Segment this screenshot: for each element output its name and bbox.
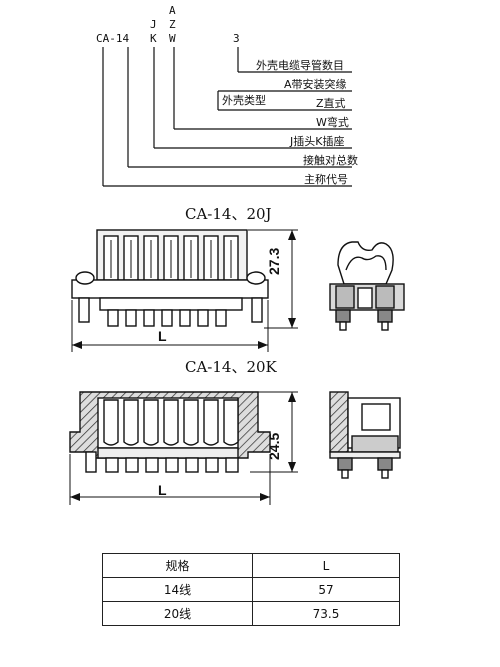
label-shell-type: 外壳类型 — [222, 94, 266, 107]
label-jk: J插头K插座 — [290, 135, 345, 148]
header-spec: 规格 — [102, 553, 253, 578]
drawing-k-title: CA-14、20K — [185, 358, 277, 376]
drawing-k-length-dim: L — [158, 482, 167, 498]
label-contacts: 接触对总数 — [303, 154, 358, 167]
spec-table: 规格 L 14线 57 20线 73.5 — [102, 553, 401, 626]
table-row: 20线 73.5 — [102, 601, 401, 626]
row-20-spec: 20线 — [102, 601, 253, 626]
label-cable-count: 外壳电缆导管数目 — [256, 59, 344, 72]
shell-code-z: Z — [169, 18, 176, 31]
row-20-length: 73.5 — [251, 601, 401, 626]
type-code-k: K — [150, 32, 157, 45]
label-main-code: 主称代号 — [304, 173, 348, 186]
label-shell-z: Z直式 — [316, 97, 346, 110]
drawing-j-length-dim: L — [158, 328, 167, 344]
drawing-j-title: CA-14、20J — [185, 205, 272, 223]
table-row: 14线 57 — [102, 577, 401, 602]
shell-code-w: W — [169, 32, 176, 45]
header-length: L — [251, 553, 401, 578]
label-shell-w: W弯式 — [316, 116, 349, 129]
row-14-spec: 14线 — [102, 577, 253, 602]
table-header-row: 规格 L — [102, 553, 401, 578]
base-code: CA-14 — [96, 32, 130, 45]
shell-code-a: A — [169, 4, 176, 17]
type-code-j: J — [150, 18, 157, 31]
label-shell-a: A带安装突缘 — [284, 78, 347, 91]
row-14-length: 57 — [251, 577, 401, 602]
cable-count-code: 3 — [233, 32, 240, 45]
